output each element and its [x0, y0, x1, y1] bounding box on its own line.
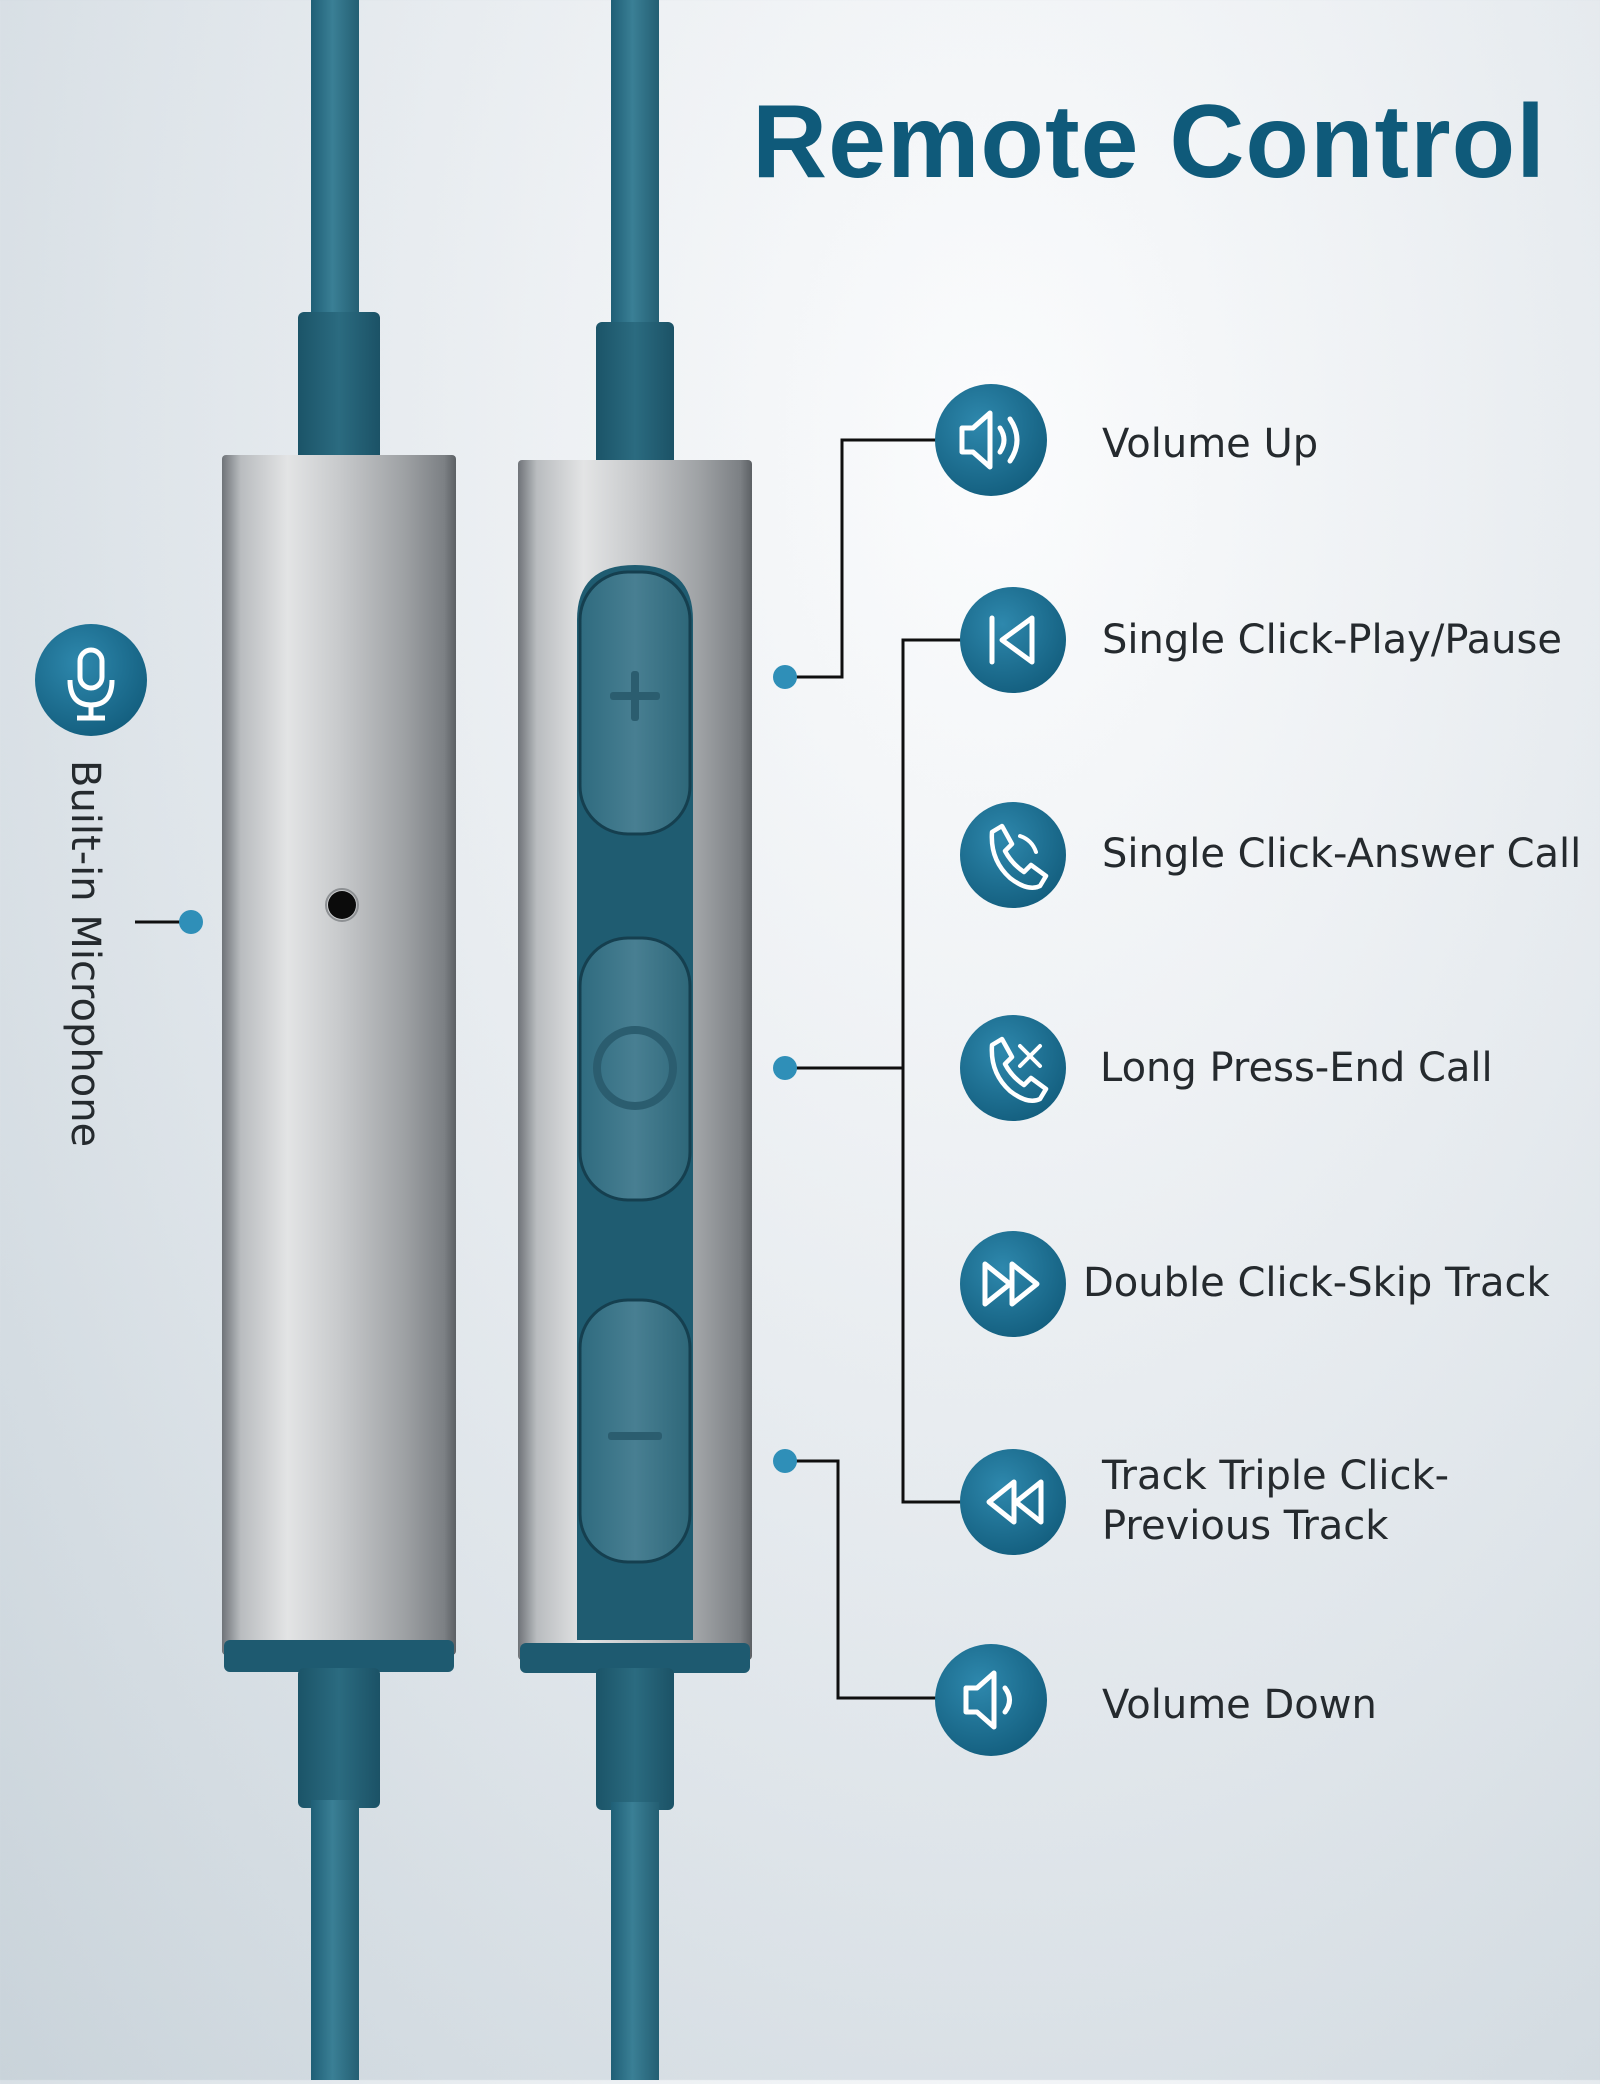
play-pause-button[interactable] [578, 936, 692, 1202]
connector-volume-up [785, 438, 940, 679]
phone-icon [960, 802, 1066, 908]
left-remote-body [222, 455, 456, 1655]
dot-microphone [179, 910, 203, 934]
left-cable-collar-top [298, 312, 380, 462]
right-cable-collar-bottom [596, 1668, 674, 1810]
page-title: Remote Control [752, 84, 1546, 200]
dot-volume-up [773, 665, 797, 689]
right-remote [518, 0, 752, 2080]
right-cable-top [611, 0, 659, 330]
volume-up-icon [935, 384, 1047, 496]
label-previous-track-line1: Track Triple Click- [1102, 1453, 1450, 1499]
volume-down-icon [935, 1644, 1047, 1756]
volume-down-button[interactable] [578, 1298, 692, 1564]
right-cable-bottom [611, 1802, 659, 2080]
connector-volume-down [785, 1459, 940, 1700]
left-cable-collar-bottom [298, 1668, 380, 1808]
label-answer-call: Single Click-Answer Call [1102, 831, 1582, 877]
left-cable-bottom [311, 1800, 359, 2080]
left-remote [222, 0, 456, 2080]
label-volume-down: Volume Down [1102, 1682, 1377, 1728]
microphone-hole [328, 891, 356, 919]
left-cable-top [311, 0, 359, 320]
label-skip-track: Double Click-Skip Track [1083, 1260, 1550, 1306]
connector-play-bracket [901, 638, 962, 1504]
dot-play [773, 1056, 797, 1080]
label-end-call: Long Press-End Call [1100, 1045, 1493, 1091]
microphone-icon [35, 624, 147, 736]
label-volume-up: Volume Up [1102, 421, 1319, 467]
end-call-icon [960, 1015, 1066, 1121]
microphone-label: Built-in Microphone [62, 760, 108, 1148]
skip-forward-icon [960, 1231, 1066, 1337]
dot-volume-down [773, 1449, 797, 1473]
rewind-icon [960, 1449, 1066, 1555]
label-previous-track-line2: Previous Track [1102, 1503, 1389, 1549]
play-pause-icon [960, 587, 1066, 693]
label-play-pause: Single Click-Play/Pause [1102, 617, 1562, 663]
right-cable-collar-top [596, 322, 674, 470]
